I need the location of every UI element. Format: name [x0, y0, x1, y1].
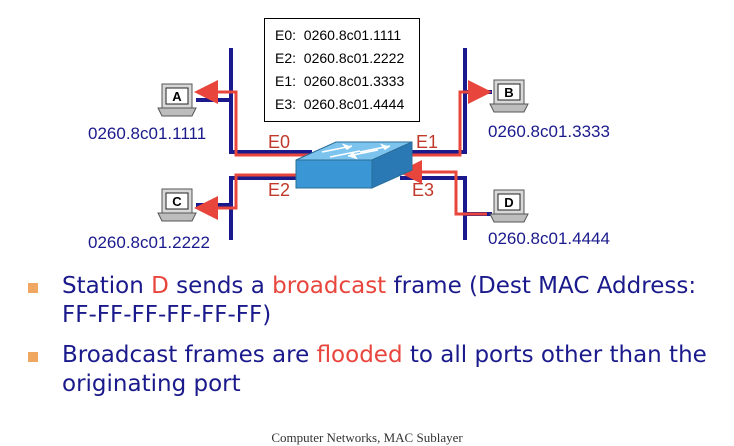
station-a-label: A	[172, 89, 182, 104]
station-c-label: C	[172, 194, 182, 209]
bullet-marker	[28, 283, 38, 293]
computer-c-icon	[157, 188, 197, 222]
station-b-label: B	[504, 85, 513, 100]
frame-flow-arrows	[194, 80, 492, 220]
station-b-mac: 0260.8c01.3333	[488, 122, 610, 141]
station-d-mac: 0260.8c01.4444	[488, 229, 610, 248]
bullet-item: Station D sends a broadcast frame (Dest …	[22, 272, 722, 330]
port-e2-label: E2	[268, 180, 291, 200]
flow-to-b	[402, 80, 492, 157]
station-a-mac: 0260.8c01.1111	[88, 124, 207, 143]
computer-b-icon	[489, 79, 529, 113]
port-e1-label: E1	[416, 132, 439, 152]
port-e0-label: E0	[268, 132, 291, 152]
flow-to-c	[194, 173, 310, 220]
mac-address-table: E0: 0260.8c01.1111 E2: 0260.8c01.2222 E1…	[264, 18, 420, 122]
computer-d-icon	[489, 189, 529, 223]
mac-table-row: E1: 0260.8c01.3333	[275, 73, 405, 89]
bullet-list: Station D sends a broadcast frame (Dest …	[22, 272, 722, 410]
bullet-item: Broadcast frames are flooded to all port…	[22, 341, 722, 399]
mac-table-row: E2: 0260.8c01.2222	[275, 50, 405, 66]
station-d-label: D	[504, 195, 513, 210]
flow-to-a	[194, 80, 310, 157]
slide-footer: Computer Networks, MAC Sublayer	[271, 430, 463, 445]
station-c-mac: 0260.8c01.2222	[88, 233, 210, 252]
port-e3-label: E3	[412, 180, 435, 200]
computer-a-icon	[157, 83, 197, 117]
mac-table-row: E0: 0260.8c01.1111	[275, 27, 402, 43]
mac-table-row: E3: 0260.8c01.4444	[275, 96, 405, 112]
switch	[295, 141, 413, 189]
network-diagram: A C B D	[157, 48, 529, 240]
flow-from-d	[398, 160, 487, 216]
bullet-marker	[28, 352, 38, 362]
